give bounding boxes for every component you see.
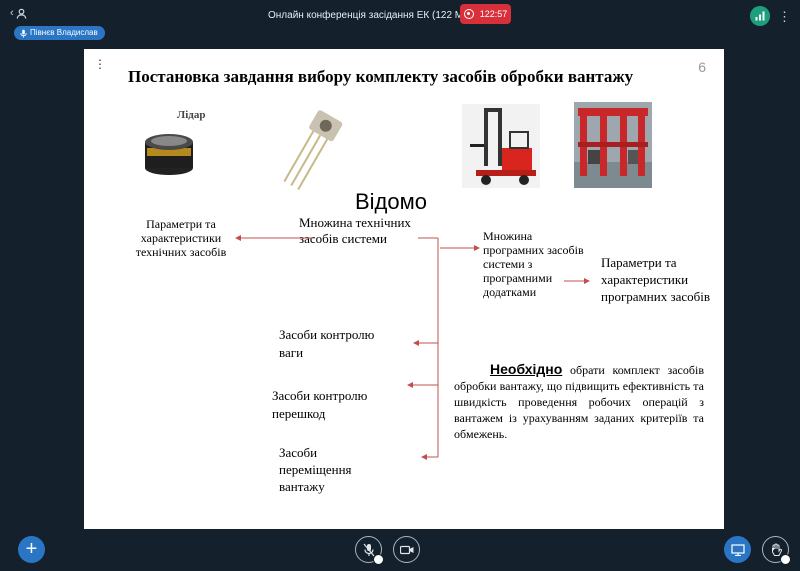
obstacle-control-text: Засоби контролю перешкод — [272, 388, 368, 421]
software-set-text: Множина програмних засобів системи з про… — [483, 229, 584, 299]
slide-options-icon[interactable]: ⋮ — [94, 57, 106, 71]
lidar-label: Лідар — [177, 109, 205, 121]
needed-paragraph: Необхідно обрати комплект засобів обробк… — [454, 361, 704, 442]
chevron-left-icon: ‹ — [10, 7, 14, 19]
needed-text: обрати комплект засобів обробки вантажу,… — [454, 363, 704, 441]
hand-icon — [771, 543, 782, 556]
diagram-arrows — [235, 235, 590, 460]
forklift-image — [462, 104, 540, 188]
bottom-bar: + — [0, 530, 800, 571]
top-bar: ‹ Онлайн конференція засідання ЕК (122 М… — [0, 0, 800, 46]
sensor-image — [264, 104, 356, 194]
lidar-image: Лідар — [137, 104, 213, 180]
recording-time: 122:57 — [479, 9, 508, 19]
presenter-badge: Півнєв Владислав — [14, 26, 105, 40]
presentation-slide: ⋮ 6 Постановка завдання вибору комплекту… — [84, 49, 724, 529]
software-params-text: Параметри та характеристики програмних з… — [601, 255, 710, 304]
cargo-movement-text: Засоби переміщення вантажу — [279, 445, 352, 494]
tech-set-text: Множина технічних засобів системи — [299, 215, 411, 246]
meeting-title: Онлайн конференція засідання ЕК (122 Маг… — [268, 10, 485, 21]
known-heading: Відомо — [355, 189, 427, 214]
plus-icon: + — [25, 538, 38, 560]
recording-indicator[interactable]: 122:57 — [460, 4, 511, 24]
tech-params-text: Параметри та характеристики технічних за… — [135, 217, 227, 259]
camera-button[interactable] — [393, 536, 420, 563]
record-icon — [463, 9, 474, 19]
microphone-muted-icon — [363, 543, 374, 556]
actions-button[interactable]: + — [18, 536, 45, 563]
presenter-name: Півнєв Владислав — [30, 28, 98, 37]
gantry-crane-image — [574, 102, 652, 188]
mic-status-dot — [373, 554, 384, 565]
needed-word: Необхідно — [490, 361, 563, 377]
screen-share-icon — [730, 543, 745, 556]
weight-control-text: Засоби контролю ваги — [279, 327, 375, 360]
microphone-icon — [20, 29, 27, 37]
connection-status-button[interactable] — [750, 6, 770, 26]
slide-number: 6 — [698, 59, 706, 75]
presentation-button[interactable] — [724, 536, 751, 563]
slide-title: Постановка завдання вибору комплекту зас… — [128, 67, 634, 86]
raise-hand-button[interactable] — [762, 536, 791, 565]
microphone-button[interactable] — [355, 536, 384, 565]
hand-status-dot — [780, 554, 791, 565]
signal-bars-icon — [755, 11, 765, 21]
camera-icon — [399, 545, 413, 554]
users-toggle[interactable]: ‹ — [10, 7, 27, 19]
more-options-icon[interactable]: ⋮ — [778, 9, 791, 24]
user-icon — [16, 8, 26, 19]
